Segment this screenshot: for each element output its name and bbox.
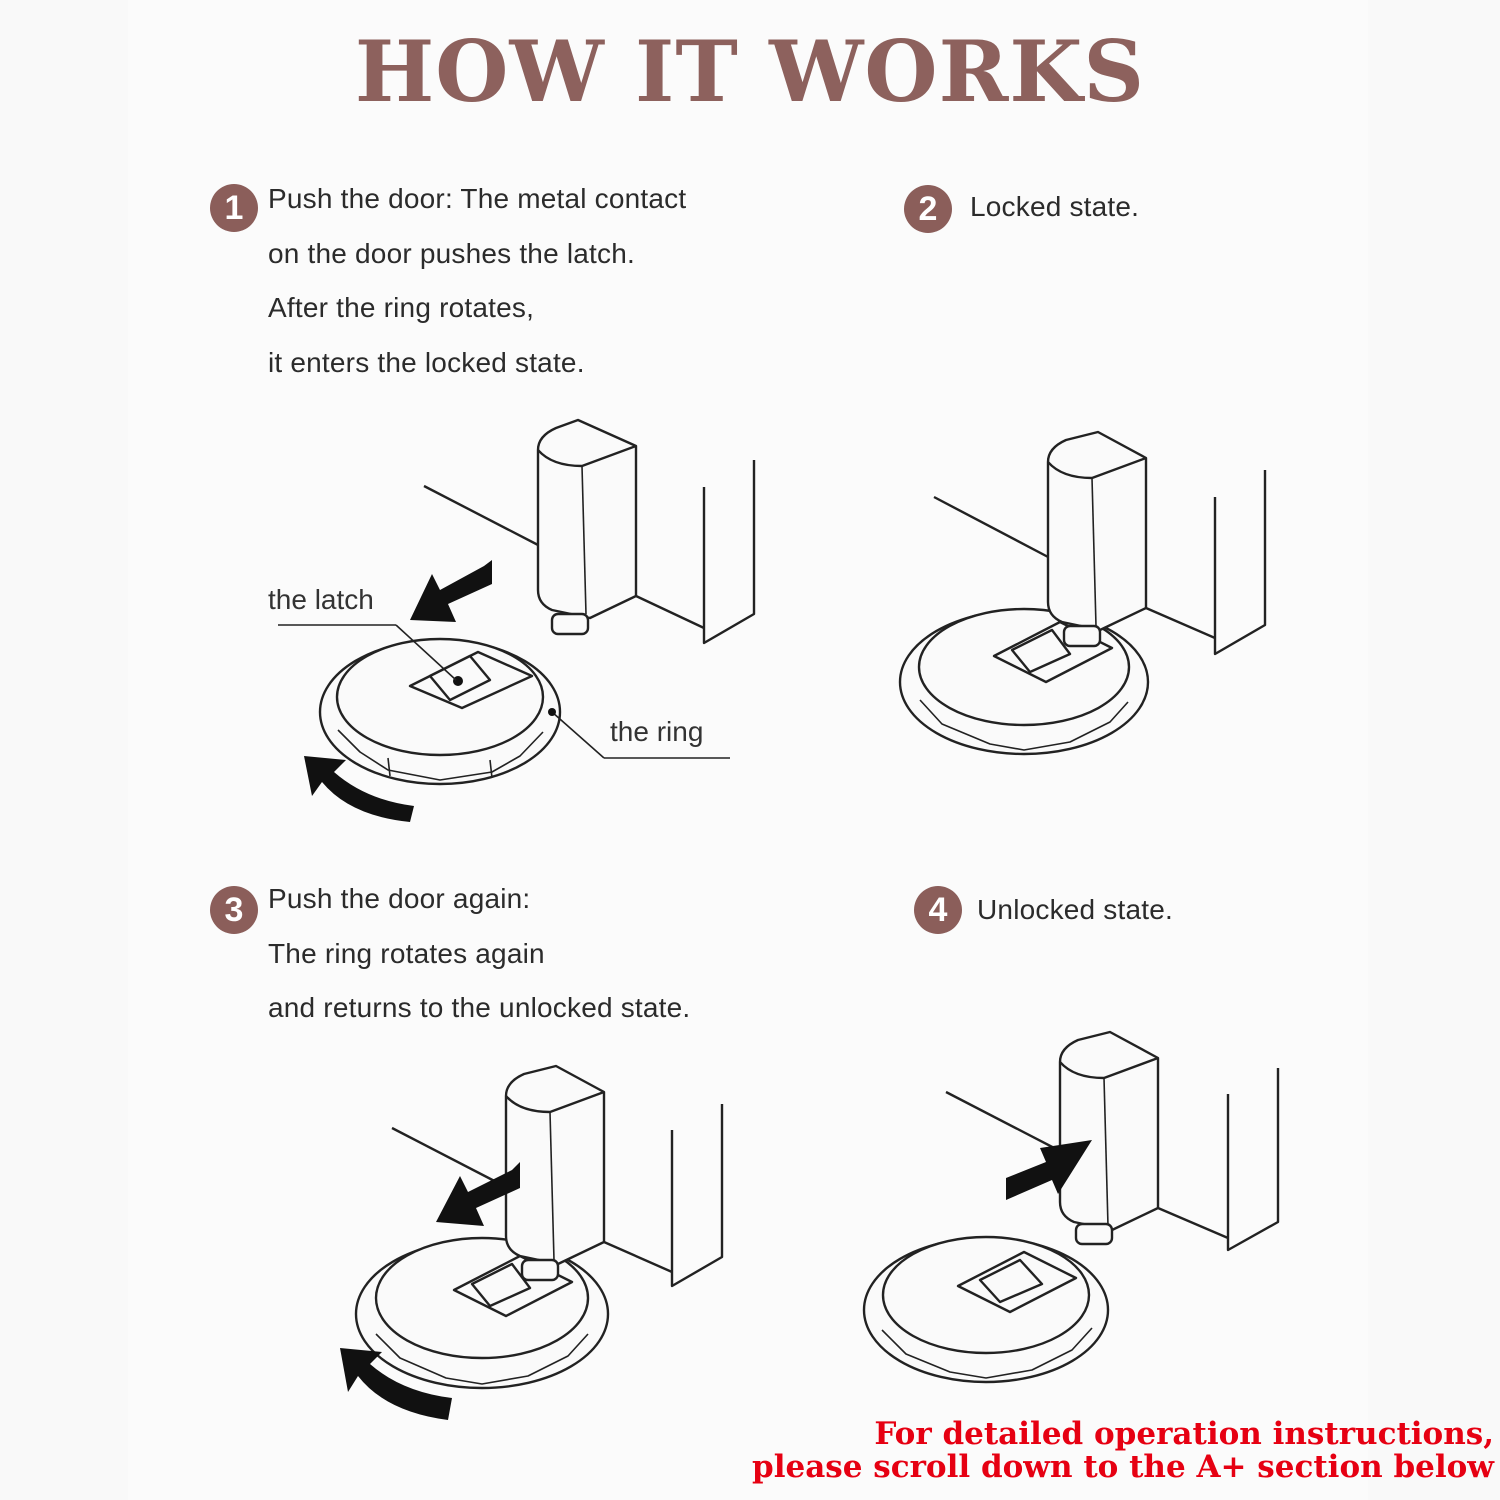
step-1-text: Push the door: The metal contact on the … [268, 172, 686, 390]
illustration-step-3 [340, 1064, 724, 1420]
contact-pin [520, 1258, 560, 1282]
contact-top-edge [505, 1090, 605, 1114]
door-bottom-line [1157, 1206, 1229, 1240]
contact-pin [1062, 624, 1102, 648]
base-ring-segments [337, 729, 544, 781]
latch [1010, 628, 1072, 674]
step-4-text: Unlocked state. [977, 883, 1173, 938]
ring-dot [548, 708, 556, 716]
step-1-line-2: on the door pushes the latch. [268, 237, 635, 269]
contact-front-edge [1103, 1077, 1109, 1227]
door-panel [1213, 470, 1267, 656]
door-contact-block [1046, 430, 1148, 632]
door-edge-line [933, 495, 1051, 560]
step-3-line-2: The ring rotates again [268, 937, 545, 969]
step-1-line-4: it enters the locked state. [268, 346, 585, 378]
step-3-line-1: Push the door again: [268, 883, 531, 914]
contact-pin [550, 612, 590, 636]
push-arrow-icon [410, 560, 492, 622]
door-bottom-line [635, 594, 705, 630]
base-ring-segments [375, 1333, 589, 1385]
latch-dot [453, 676, 463, 686]
door-edge-line [945, 1090, 1063, 1154]
step-2-line-1: Locked state. [970, 191, 1140, 222]
door-bottom-line [603, 1240, 673, 1274]
step-1-line-3: After the ring rotates, [268, 292, 535, 323]
step-2-text: Locked state. [970, 180, 1139, 235]
illustration-step-2 [898, 430, 1267, 756]
contact-top-edge [537, 444, 637, 468]
step-1-line-1: Push the door: The metal contact [268, 183, 687, 214]
contact-top-edge [1059, 1056, 1159, 1080]
step-2-number-badge: 2 [904, 185, 952, 233]
latch [978, 1258, 1044, 1304]
page-title: HOW IT WORKS [354, 22, 1146, 121]
step-3-number-badge: 3 [210, 886, 258, 934]
release-arrow-icon [1006, 1140, 1092, 1200]
illustration-step-4 [862, 1030, 1280, 1384]
rotate-arrow-icon [304, 756, 414, 822]
door-panel [1226, 1068, 1280, 1252]
latch-callout-label: the latch [268, 584, 374, 615]
door-panel [670, 1104, 724, 1288]
door-contact-block [1058, 1030, 1160, 1232]
ring-notch [489, 759, 493, 779]
step-3-text: Push the door again: The ring rotates ag… [268, 872, 690, 1036]
rotate-arrow-icon [340, 1348, 452, 1420]
ring-leader-line [551, 711, 605, 759]
step-4-number-badge: 4 [914, 886, 962, 934]
step-3-line-3: and returns to the unlocked state. [268, 992, 691, 1023]
base-ring-segments [919, 699, 1129, 751]
latch-leader-line [395, 624, 457, 681]
contact-front-edge [1091, 477, 1097, 627]
content-panel [128, 0, 1368, 1500]
footer-line-1: For detailed operation instructions, [874, 1416, 1494, 1452]
latch [470, 1262, 532, 1308]
ring-callout-label: the ring [610, 716, 704, 747]
door-contact-block [536, 418, 638, 620]
footer-line-2: please scroll down to the A+ section bel… [752, 1449, 1494, 1485]
contact-pin [1074, 1222, 1114, 1246]
push-arrow-icon [436, 1162, 520, 1226]
ring-notch [387, 757, 391, 777]
step-4-line-1: Unlocked state. [977, 894, 1173, 925]
base-ring-segments [881, 1327, 1093, 1379]
step-1-number-badge: 1 [210, 184, 258, 232]
door-bottom-line [1145, 606, 1216, 640]
door-panel [702, 460, 756, 645]
contact-top-edge [1047, 456, 1147, 480]
contact-front-edge [581, 465, 587, 615]
footer-note: For detailed operation instructions, ple… [752, 1418, 1494, 1484]
illustration-step-1 [278, 418, 756, 822]
door-edge-line [391, 1126, 509, 1190]
contact-front-edge [549, 1111, 555, 1261]
door-contact-block [504, 1064, 606, 1266]
door-edge-line [423, 484, 541, 548]
